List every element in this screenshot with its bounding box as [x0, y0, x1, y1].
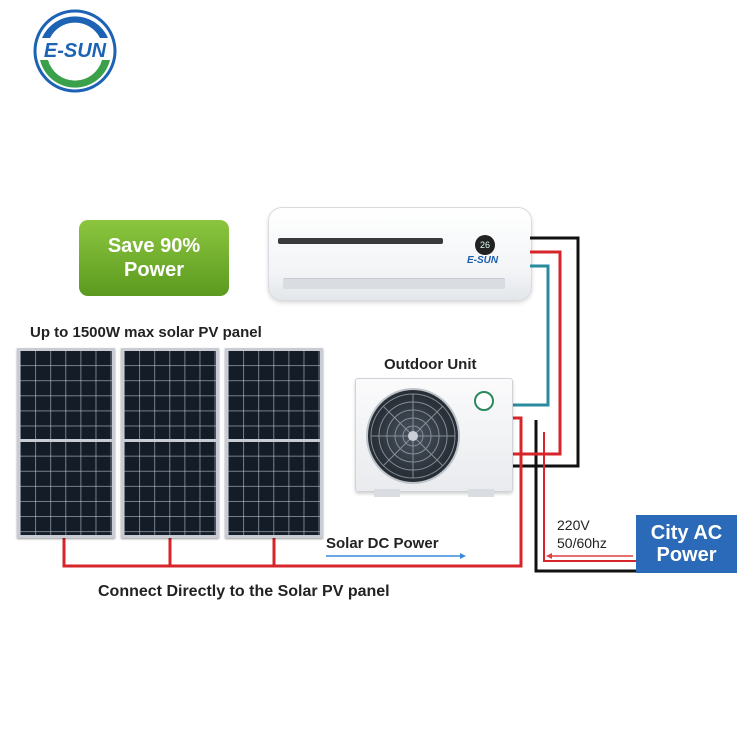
esun-logo: E-SUN: [33, 9, 117, 93]
indoor-ac-unit: 26 E-SUN: [268, 207, 532, 301]
connect-directly-label: Connect Directly to the Solar PV panel: [98, 583, 390, 600]
solar-dc-arrowhead: [460, 553, 466, 559]
indoor-unit-vent: [283, 278, 505, 289]
outdoor-ac-unit: [355, 378, 513, 497]
save-badge-line1: Save 90%: [107, 235, 201, 257]
city-ac-arrowhead: [546, 553, 552, 559]
outdoor-unit-foot: [374, 489, 400, 497]
solar-panel: [121, 348, 219, 538]
indoor-unit-display: 26: [475, 235, 495, 255]
fan-grille-icon: [366, 388, 460, 484]
save-power-badge: Save 90% Power: [79, 220, 229, 296]
panel-divider: [20, 439, 112, 442]
city-ac-line1: City AC: [650, 522, 723, 544]
outdoor-brand-icon: [474, 391, 494, 411]
logo-text: E-SUN: [44, 40, 107, 62]
outdoor-unit-foot: [468, 489, 494, 497]
panel-divider: [228, 439, 320, 442]
pv-panel-heading: Up to 1500W max solar PV panel: [30, 324, 262, 341]
city-ac-power-box: City AC Power: [636, 515, 737, 573]
outdoor-unit-label: Outdoor Unit: [384, 356, 477, 373]
panel-divider: [124, 439, 216, 442]
grid-frequency-label: 50/60hz: [557, 535, 607, 551]
save-badge-line2: Power: [123, 259, 185, 281]
indoor-unit-brand: E-SUN: [467, 255, 499, 266]
city-ac-line2: Power: [656, 544, 717, 566]
solar-dc-power-label: Solar DC Power: [326, 535, 439, 552]
solar-panel: [225, 348, 323, 538]
indoor-unit-slot: [278, 238, 443, 244]
grid-voltage-label: 220V: [557, 517, 590, 533]
solar-panel: [17, 348, 115, 538]
